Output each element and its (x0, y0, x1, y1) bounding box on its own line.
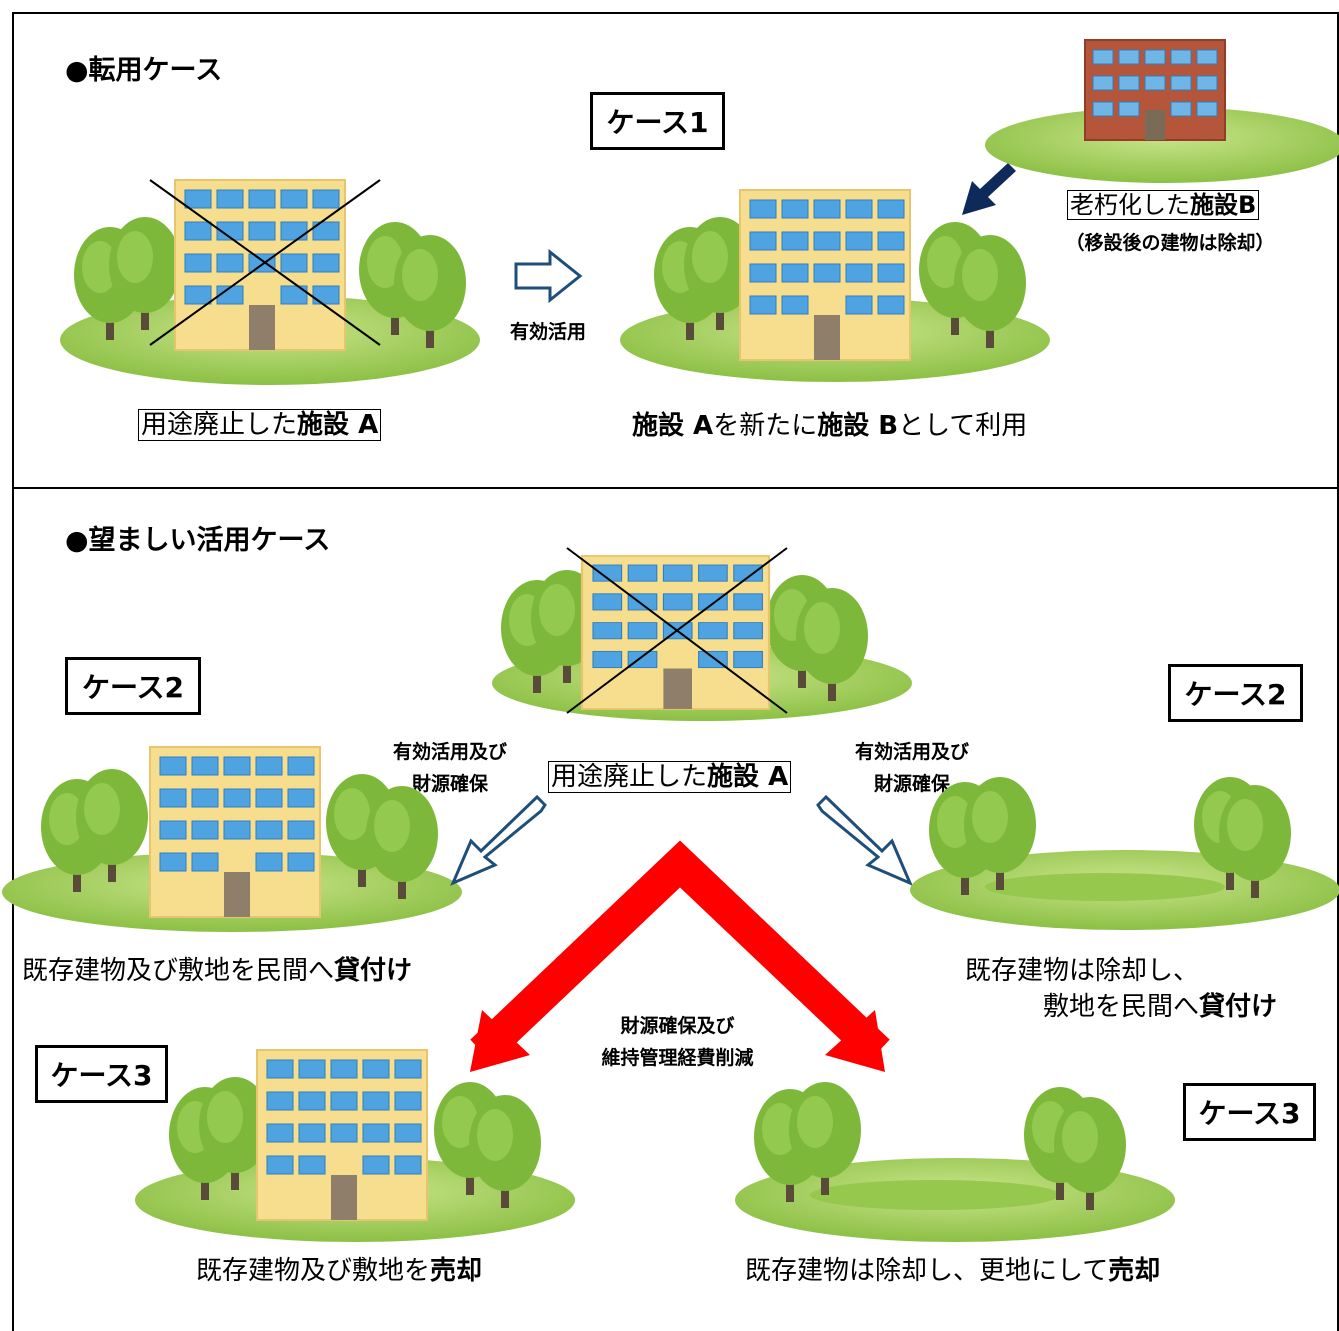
left-outline-arrow (450, 794, 547, 886)
case2-left-caption: 既存建物及び敷地を民間へ貸付け (22, 956, 413, 986)
abolished-facility-a-illustration (60, 179, 480, 385)
effective-use-label: 有効活用 (509, 321, 586, 343)
case1-label: ケース1 (590, 92, 725, 150)
old-facility-b-label: 老朽化した施設B (1067, 185, 1260, 220)
right-outline-arrow (816, 794, 913, 886)
case3-left-building-illustration (135, 1049, 575, 1242)
conversion-case-heading: ●転用ケース (65, 55, 223, 86)
preferred-use-case-heading: ●望ましい活用ケース (65, 525, 331, 556)
red-arrow-label: 財源確保及び維持管理経費削減 (601, 1015, 754, 1069)
old-facility-b-illustration (985, 39, 1339, 183)
case2-right-vacant-lot-illustration (910, 777, 1339, 930)
left-arrow-label: 有効活用及び財源確保 (392, 741, 507, 795)
case2-left-label: ケース2 (65, 657, 201, 715)
preferred-use-case-panel (12, 487, 1339, 1331)
case2-right-caption-line1: 既存建物は除却し、 (965, 956, 1200, 986)
case3-right-vacant-lot-illustration (735, 1082, 1175, 1242)
case3-left-caption: 既存建物及び敷地を売却 (196, 1256, 483, 1286)
relocation-arrow (962, 163, 1016, 215)
effective-use-arrow (514, 248, 583, 304)
facility-a-as-b-illustration (620, 189, 1050, 382)
center-facility-a-illustration (492, 547, 912, 721)
case3-right-caption: 既存建物は除却し、更地にして売却 (745, 1256, 1161, 1286)
conversion-case-panel (12, 12, 1339, 488)
right-arrow-label: 有効活用及び財源確保 (854, 741, 969, 795)
facility-a-caption: 用途廃止した施設 A (138, 404, 382, 441)
center-facility-a-caption: 用途廃止した施設 A (548, 756, 792, 793)
old-facility-b-note: （移設後の建物は除却） (1065, 232, 1275, 254)
case3-right-label: ケース3 (1183, 1083, 1316, 1141)
red-chevron-arrow (470, 840, 890, 1072)
facility-a-as-b-caption: 施設 Aを新たに施設 Bとして利用 (632, 411, 1028, 441)
case3-left-label: ケース3 (35, 1045, 168, 1103)
case2-right-caption-line2: 敷地を民間へ貸付け (1043, 992, 1278, 1022)
case2-right-label: ケース2 (1168, 664, 1303, 722)
case2-left-building-illustration (2, 746, 462, 932)
